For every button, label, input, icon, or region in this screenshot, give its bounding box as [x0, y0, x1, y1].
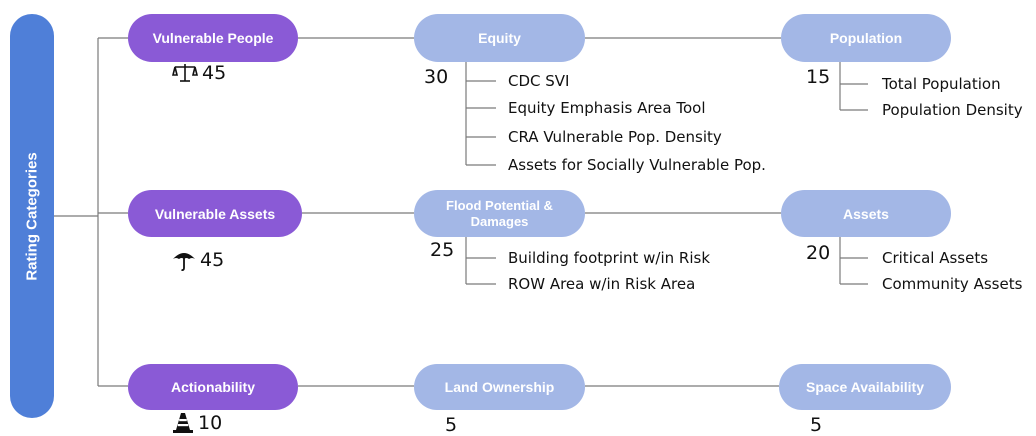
metric-building-footprint: Building footprint w/in Risk	[508, 249, 711, 267]
metric-critical-assets: Critical Assets	[882, 249, 989, 267]
metric-population-density: Population Density	[882, 101, 1023, 119]
subcategory-score-flood: 25	[430, 239, 455, 261]
subcategory-score-population: 15	[806, 66, 831, 88]
metric-total-population: Total Population	[882, 75, 1001, 93]
metric-community-assets: Community Assets	[882, 275, 1023, 293]
category-label: Vulnerable People	[152, 30, 274, 46]
category-score-vulnerable-people: 45	[172, 62, 226, 84]
subcategory-label: Land Ownership	[444, 379, 555, 395]
subcategory-score-assets: 20	[806, 242, 831, 264]
category-label: Actionability	[170, 379, 255, 395]
subcategory-land-ownership[interactable]: Land Ownership	[414, 364, 585, 410]
scales-icon	[172, 64, 198, 82]
subcategory-space-availability[interactable]: Space Availability	[779, 364, 951, 410]
subcategory-equity[interactable]: Equity	[414, 14, 585, 62]
metric-equity-emphasis-area-tool: Equity Emphasis Area Tool	[508, 99, 706, 117]
rating-categories-label: Rating Categories	[23, 151, 41, 281]
category-actionability[interactable]: Actionability	[128, 364, 298, 410]
rating-categories-pill: Rating Categories	[10, 14, 54, 418]
subcategory-score-space-availability: 5	[810, 414, 823, 436]
subcategory-score-equity: 30	[424, 66, 449, 88]
subcategory-label: Equity	[478, 30, 521, 46]
category-score-actionability: 10	[172, 412, 222, 434]
traffic-cone-icon	[173, 413, 193, 433]
umbrella-icon	[173, 253, 195, 271]
subcategory-label: Assets	[843, 205, 889, 222]
metric-row-area: ROW Area w/in Risk Area	[508, 275, 696, 293]
category-score-vulnerable-assets: 45	[172, 248, 224, 272]
subcategory-assets[interactable]: Assets	[781, 190, 951, 237]
subcategory-score-land-ownership: 5	[445, 414, 458, 436]
subcategory-label: Space Availability	[805, 379, 924, 395]
metric-cdc-svi: CDC SVI	[508, 72, 570, 90]
category-vulnerable-assets[interactable]: Vulnerable Assets	[128, 190, 302, 237]
metric-cra-vulnerable-pop-density: CRA Vulnerable Pop. Density	[508, 128, 722, 146]
category-vulnerable-people[interactable]: Vulnerable People	[128, 14, 298, 62]
category-label: Vulnerable Assets	[154, 205, 276, 222]
subcategory-flood-potential[interactable]: Flood Potential & Damages	[414, 190, 585, 237]
subcategory-population[interactable]: Population	[781, 14, 951, 62]
subcategory-label: Population	[829, 30, 903, 46]
metric-assets-socially-vulnerable: Assets for Socially Vulnerable Pop.	[508, 156, 766, 174]
subcategory-label: Flood Potential & Damages	[446, 197, 553, 229]
